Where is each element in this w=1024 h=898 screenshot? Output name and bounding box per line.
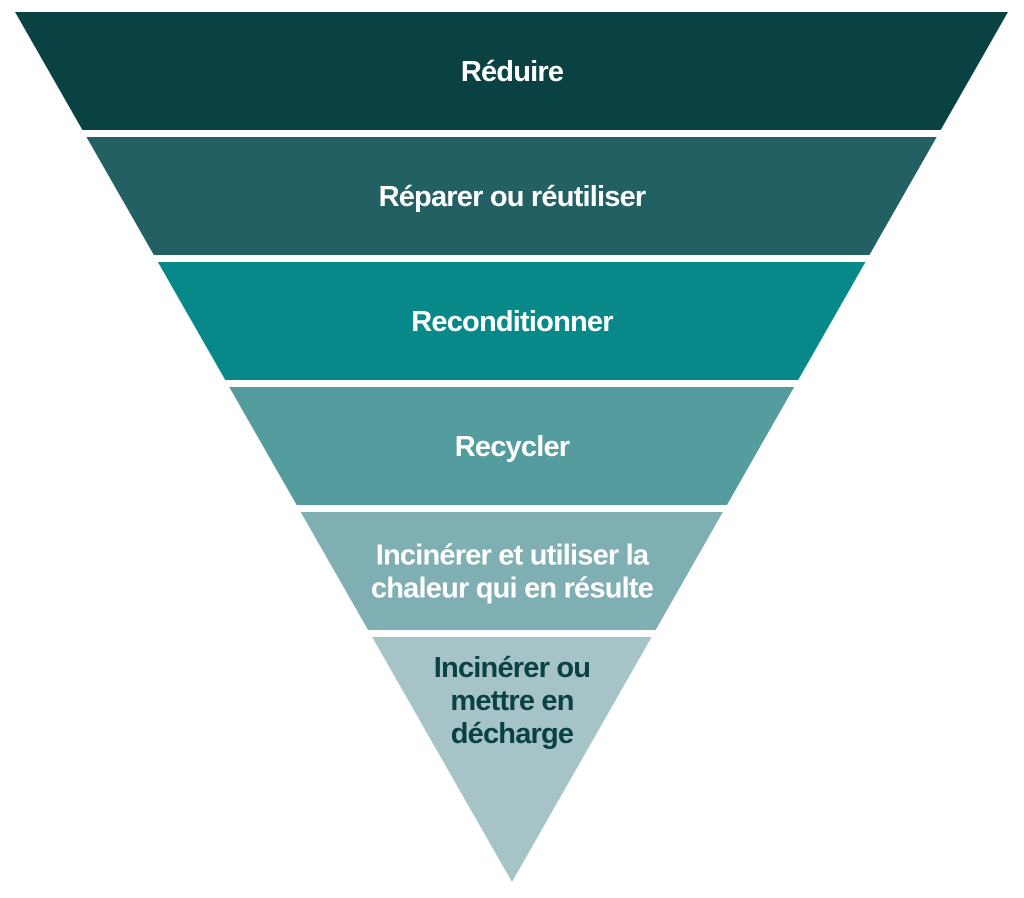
level-label: décharge — [451, 718, 574, 750]
level-shape — [300, 512, 723, 630]
pyramid-level-3: Reconditionner — [157, 262, 866, 380]
level-label: Incinérer ou — [434, 652, 590, 684]
level-shape — [372, 637, 652, 882]
level-label: chaleur qui en résulte — [371, 573, 654, 605]
level-shape — [229, 387, 795, 505]
level-shape — [86, 137, 937, 255]
level-label: Réparer ou réutiliser — [379, 181, 646, 213]
level-label: mettre en — [450, 685, 573, 717]
level-shape — [15, 12, 1008, 130]
level-label: Réduire — [461, 56, 564, 88]
level-label: Reconditionner — [411, 306, 613, 338]
level-shape — [157, 262, 866, 380]
pyramid-level-2: Réparer ou réutiliser — [86, 137, 937, 255]
level-label: Incinérer et utiliser la — [376, 540, 650, 572]
pyramid-level-4: Recycler — [229, 387, 795, 505]
pyramid-level-1: Réduire — [15, 12, 1008, 130]
level-label: Recycler — [455, 431, 570, 463]
